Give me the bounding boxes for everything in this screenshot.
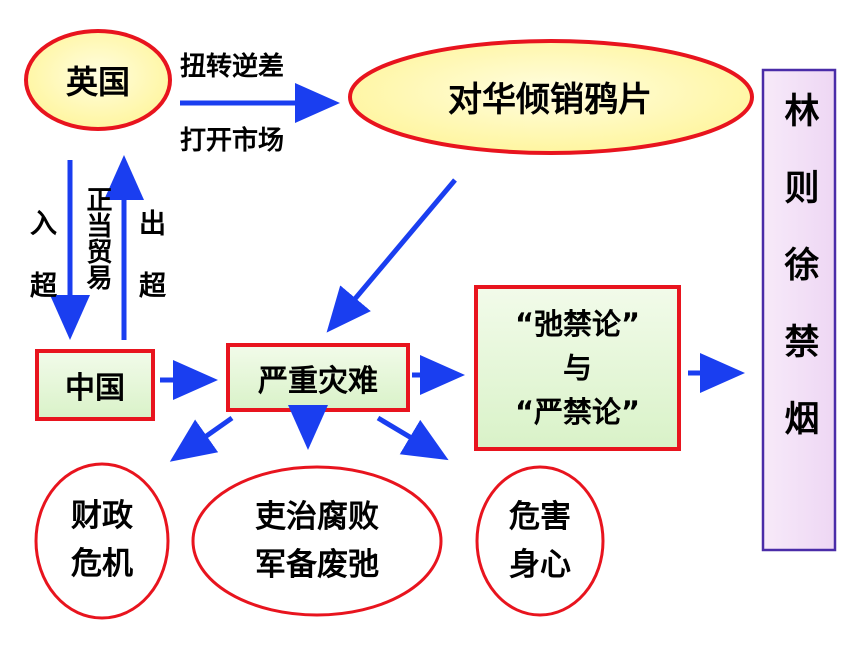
lin-zexu-label: 林则徐禁烟: [778, 92, 819, 477]
corruption-label: 吏治腐败 军备废弛: [255, 499, 379, 583]
fiscal-crisis-label: 财政 危机: [71, 498, 133, 582]
corruption-ellipse: [191, 465, 443, 617]
opium-dumping-ellipse: [348, 39, 754, 155]
export-surplus-char-2: 超: [139, 271, 166, 302]
arrow-disaster-to-fiscal: [169, 415, 234, 462]
harm-health-ellipse: [475, 465, 605, 617]
britain-ellipse: [24, 29, 172, 131]
arrow-disaster-to-harm: [376, 415, 449, 461]
china-label: 中国: [65, 371, 125, 406]
import-surplus-char-2: 超: [30, 271, 57, 302]
serious-disaster-label: 严重灾难: [258, 363, 378, 399]
open-market-label: 打开市场: [180, 126, 285, 156]
export-surplus-char-1: 出: [139, 209, 166, 240]
debate-label: “弛禁论” 与 “严禁论”: [478, 289, 677, 447]
debate-line-2: 与: [562, 351, 592, 385]
lin-zexu-box: [761, 68, 837, 552]
debate-line-1: “弛禁论”: [514, 307, 641, 341]
debate-box: [474, 285, 681, 451]
harm-health-label: 危害 身心: [509, 499, 571, 583]
arrow-opium-to-disaster: [326, 178, 457, 333]
legit-trade-label: 正当贸易: [82, 186, 112, 290]
import-surplus-char-1: 入: [30, 209, 57, 240]
opium-dumping-label: 对华倾销鸦片: [448, 79, 652, 120]
fiscal-crisis-ellipse: [34, 462, 170, 620]
debate-line-3: “严禁论”: [514, 395, 641, 429]
britain-label: 英国: [65, 63, 130, 101]
china-box: [35, 349, 155, 421]
serious-disaster-box: [226, 343, 410, 412]
reverse-deficit-label: 扭转逆差: [180, 52, 285, 82]
